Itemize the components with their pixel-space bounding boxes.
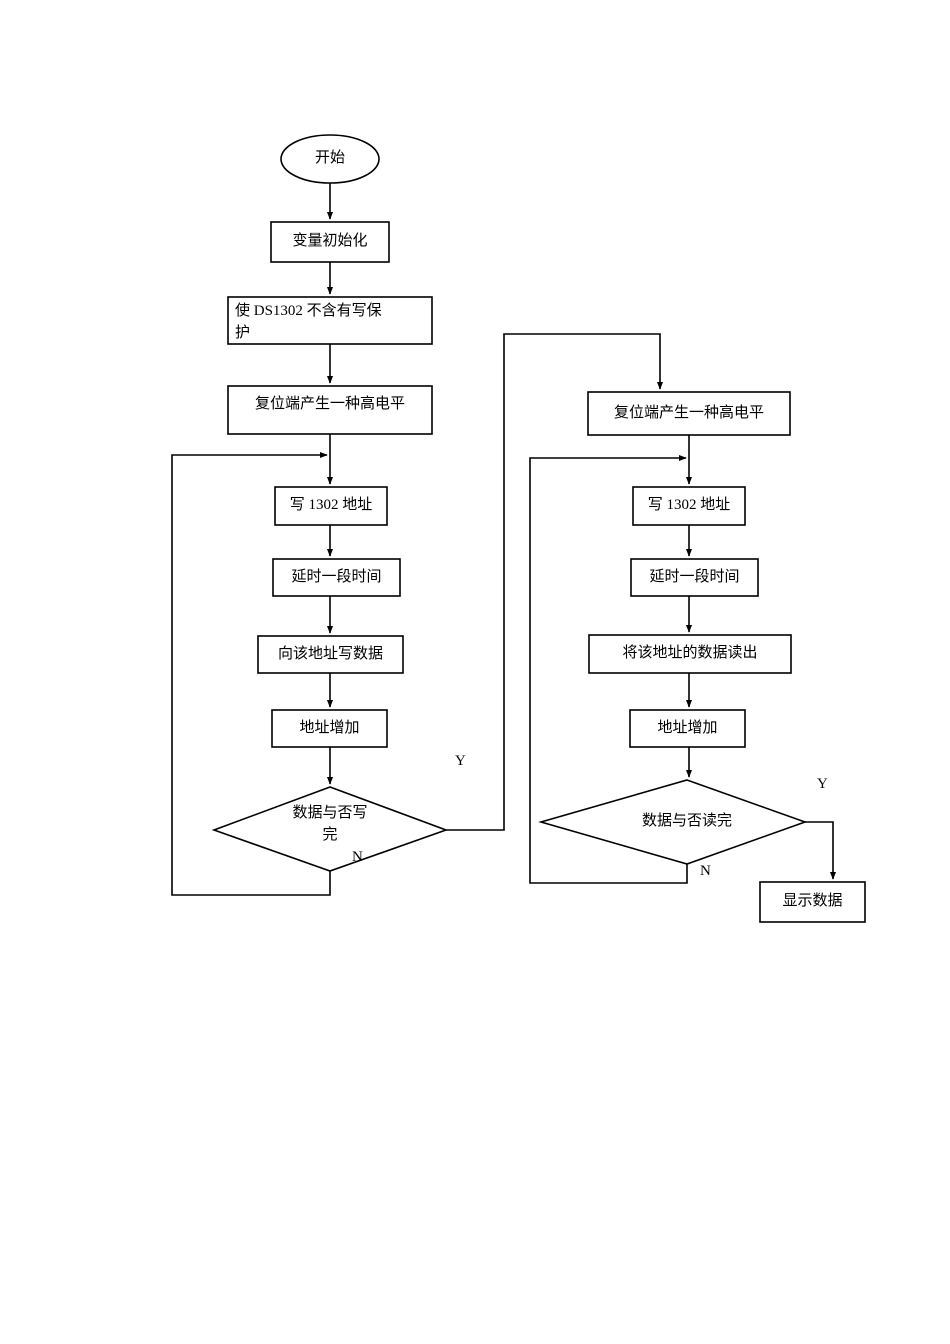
shape-write-data-to-addr — [257, 635, 404, 674]
shape-addr-increment-write — [271, 709, 388, 748]
shape-read-data-from-addr — [588, 634, 792, 674]
shape-reset-high-write — [227, 385, 433, 435]
shape-display-data — [759, 881, 866, 923]
shape-disable-write-protect — [227, 296, 433, 345]
edge-write-yes-to-read-branch — [446, 333, 664, 831]
shape-init-vars — [270, 221, 390, 263]
shape-reset-high-read — [587, 391, 791, 436]
shape-write-addr-1302 — [274, 486, 388, 526]
shape-decision-read-done — [538, 779, 808, 865]
shape-delay-write — [272, 558, 401, 597]
shape-delay-read — [630, 558, 759, 597]
edge-read-yes-to-display — [805, 821, 837, 880]
edge-read-loop-no — [529, 454, 688, 884]
edge-write-loop-no — [171, 451, 331, 896]
shape-read-addr-1302 — [632, 486, 746, 526]
shape-decision-write-done — [211, 786, 449, 872]
shape-start — [280, 134, 380, 184]
shape-addr-increment-read — [629, 709, 746, 748]
